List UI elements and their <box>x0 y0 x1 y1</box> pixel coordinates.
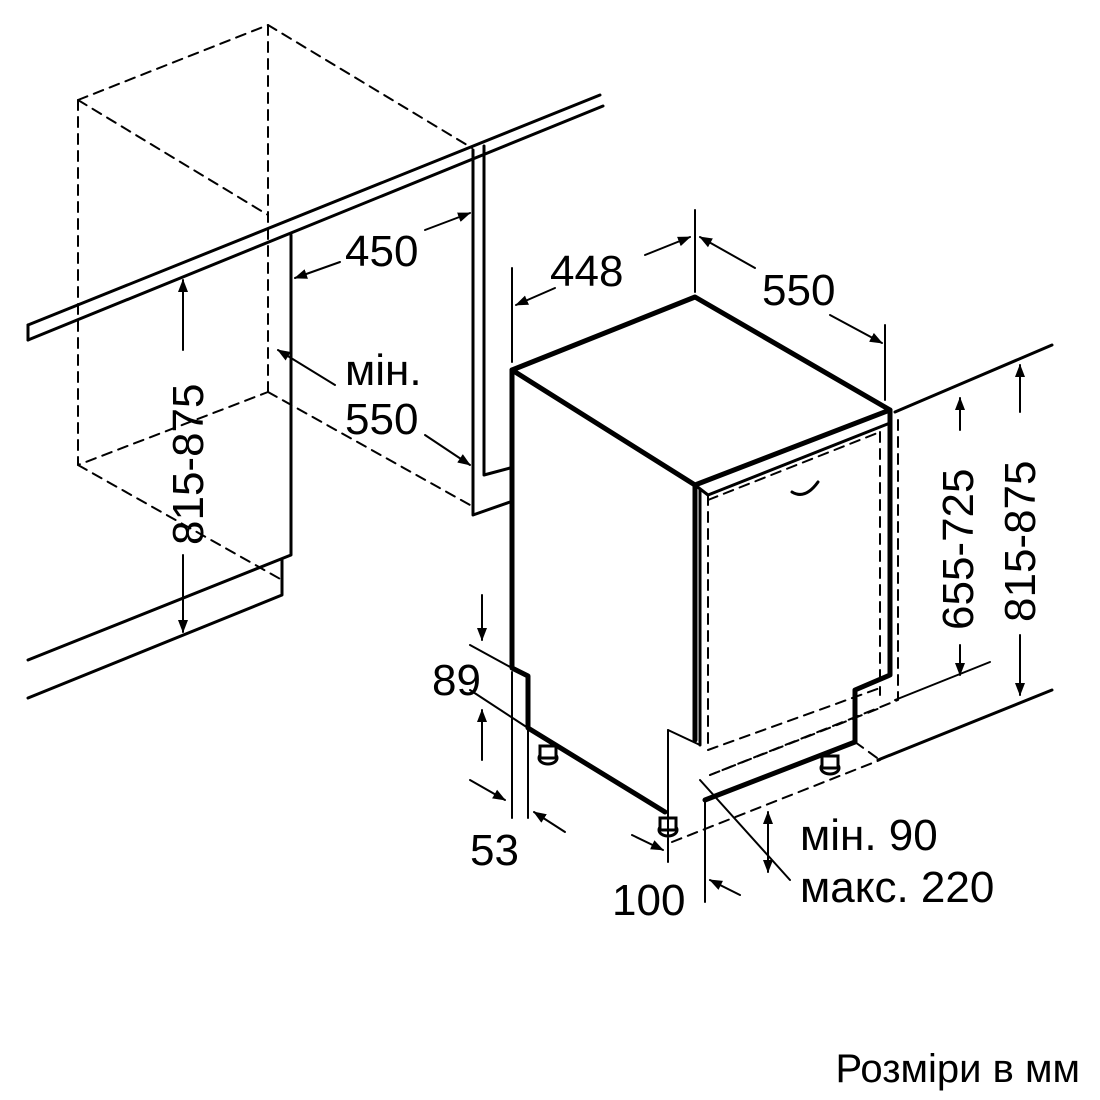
label-plinth-gap: 89 <box>432 656 481 705</box>
caption-units: Розміри в мм <box>835 1047 1080 1091</box>
label-plinth-max: макс. 220 <box>800 863 994 912</box>
label-niche-width: 450 <box>345 227 418 276</box>
label-niche-height: 815-875 <box>164 384 213 545</box>
dimension-door-height: 655-725 <box>934 397 983 676</box>
upper-cabinet-outline <box>77 24 473 581</box>
label-door-thickness: 53 <box>470 826 519 875</box>
label-plinth-min: мін. 90 <box>800 811 938 860</box>
handle-icon <box>790 480 820 496</box>
label-total-height: 815-875 <box>996 461 1045 622</box>
dimension-total-height: 815-875 <box>996 364 1045 696</box>
plinth-lines <box>667 729 881 881</box>
dimension-foot-offset: 100 <box>612 799 741 925</box>
dimension-niche-width: 450 <box>294 212 471 279</box>
dimension-appliance-depth: 550 <box>699 236 886 401</box>
label-niche-depth: 550 <box>345 395 418 444</box>
countertop <box>26 93 605 342</box>
dimension-appliance-width: 448 <box>511 209 696 363</box>
dimension-niche-height: 815-875 <box>164 279 213 633</box>
label-door-height: 655-725 <box>934 469 983 630</box>
dimension-niche-depth: мін. 550 <box>277 346 471 466</box>
niche-walls <box>26 144 512 700</box>
adjustable-feet <box>537 744 841 838</box>
floor-lines-right <box>876 343 1054 762</box>
dimension-door-thickness: 53 <box>469 671 566 875</box>
dimension-plinth-range: мін. 90 макс. 220 <box>763 811 994 912</box>
label-foot-offset: 100 <box>612 876 685 925</box>
dishwasher-body <box>509 294 899 815</box>
label-appliance-width: 448 <box>550 247 623 296</box>
label-appliance-depth: 550 <box>762 266 835 315</box>
label-niche-depth-min: мін. <box>345 346 422 395</box>
dimension-plinth-gap: 89 <box>432 594 529 761</box>
